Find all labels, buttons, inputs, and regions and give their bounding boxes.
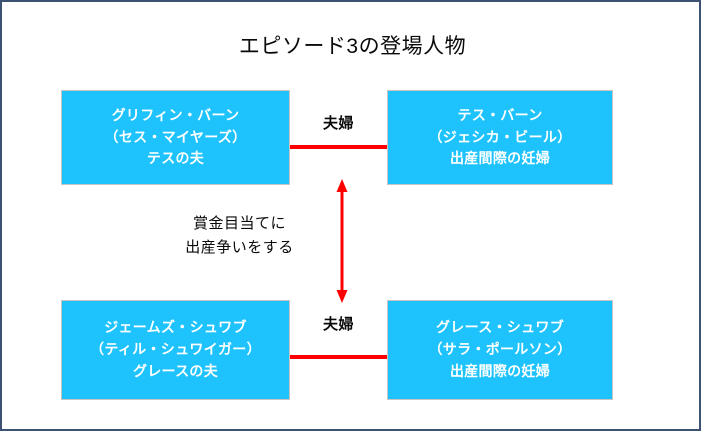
node-line: （ジェシカ・ビール） — [428, 128, 572, 145]
center-note-line: 賞金目当てに — [192, 215, 286, 232]
node-line: 出産間際の妊婦 — [449, 362, 551, 379]
node-james-schwab[interactable]: ジェームズ・シュワブ （ティル・シュワイガー） グレースの夫 — [61, 300, 290, 400]
node-line: テス・バーン — [457, 106, 543, 123]
connector-line-bottom — [290, 355, 387, 359]
node-line: （サラ・ポールソン） — [428, 341, 572, 358]
node-line: テスの夫 — [146, 150, 205, 167]
node-line: グレース・シュワブ — [436, 319, 564, 336]
connector-line-top — [290, 145, 387, 149]
node-tess-bern[interactable]: テス・バーン （ジェシカ・ビール） 出産間際の妊婦 — [387, 90, 613, 185]
connector-label-top: 夫婦 — [322, 115, 354, 132]
node-line: （セス・マイヤーズ） — [104, 128, 247, 145]
node-grace-schwab[interactable]: グレース・シュワブ （サラ・ポールソン） 出産間際の妊婦 — [387, 300, 613, 400]
node-line: ジェームズ・シュワブ — [104, 319, 247, 336]
node-line: グリフィン・バーン — [111, 106, 240, 123]
page-title: エピソード3の登場人物 — [238, 35, 467, 58]
node-line: （ティル・シュワイガー） — [90, 341, 261, 358]
node-line: 出産間際の妊婦 — [449, 150, 551, 167]
node-griffin-bern[interactable]: グリフィン・バーン （セス・マイヤーズ） テスの夫 — [61, 90, 290, 185]
double-headed-arrow-icon — [336, 179, 348, 303]
connector-label-bottom: 夫婦 — [322, 316, 354, 333]
node-line: グレースの夫 — [132, 362, 219, 379]
center-note-line: 出産争いをする — [185, 239, 294, 256]
center-note: 賞金目当てに 出産争いをする — [152, 212, 327, 260]
